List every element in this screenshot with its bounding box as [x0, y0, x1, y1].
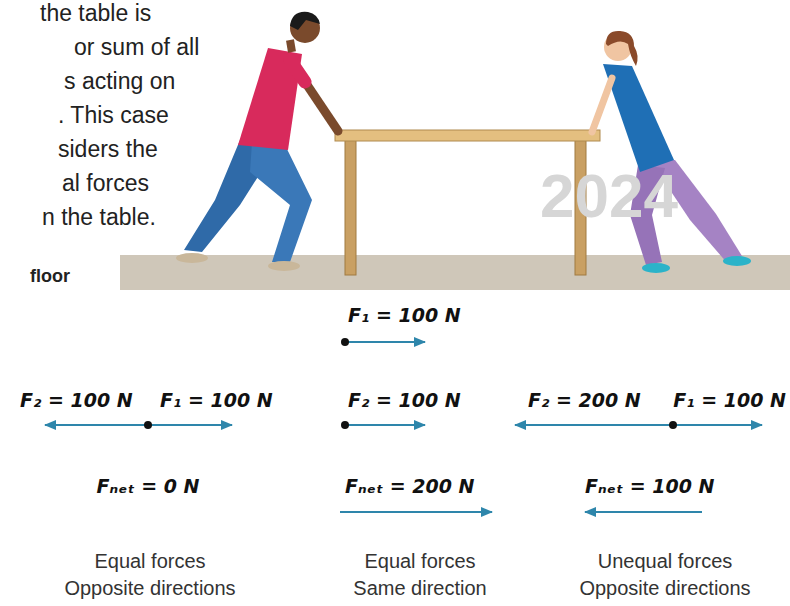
- woman-hair: [606, 31, 638, 66]
- force-point: [144, 421, 152, 429]
- side-note: siders the: [58, 136, 158, 162]
- watermark: 2024: [540, 160, 678, 231]
- force-arrow: [515, 424, 673, 426]
- force-label: F₁ = 100 N: [348, 305, 461, 327]
- floor-label: floor: [30, 266, 70, 287]
- net-force-arrow: [585, 511, 702, 513]
- net-force-arrow: [340, 511, 492, 513]
- force-label: F₂ = 100 N: [348, 390, 461, 412]
- man-sleeve: [290, 60, 305, 82]
- woman-arm: [592, 78, 612, 132]
- force-arrow: [345, 424, 425, 426]
- side-note: n the table.: [42, 204, 156, 230]
- side-note: the table is: [40, 0, 151, 26]
- woman-shoe: [642, 263, 670, 273]
- man-hair: [290, 12, 320, 30]
- force-arrow: [673, 424, 762, 426]
- side-note: . This case: [58, 102, 169, 128]
- side-note: or sum of all: [74, 34, 199, 60]
- table-top: [335, 130, 600, 141]
- force-arrow: [148, 424, 232, 426]
- case-caption: Opposite directions: [579, 577, 750, 600]
- side-note: al forces: [62, 170, 149, 196]
- woman-shoe: [723, 256, 751, 266]
- man-shoe: [268, 261, 300, 271]
- force-label: F₁ = 100 N: [160, 390, 273, 412]
- force-point: [341, 421, 349, 429]
- case-caption: Opposite directions: [64, 577, 235, 600]
- table-leg: [345, 140, 356, 275]
- man-neck: [290, 40, 292, 52]
- force-point: [341, 338, 349, 346]
- case-caption: Same direction: [353, 577, 486, 600]
- floor-band: [120, 255, 790, 290]
- net-force-label: Fₙₑₜ = 100 N: [585, 476, 714, 498]
- force-arrow: [45, 424, 148, 426]
- force-label: F₂ = 200 N: [528, 390, 641, 412]
- man-shoe: [176, 253, 208, 263]
- case-caption: Unequal forces: [598, 550, 733, 573]
- force-point: [669, 421, 677, 429]
- force-label: F₂ = 100 N: [20, 390, 133, 412]
- case-caption: Equal forces: [364, 550, 475, 573]
- net-force-label: Fₙₑₜ = 200 N: [345, 476, 474, 498]
- case-caption: Equal forces: [94, 550, 205, 573]
- force-label: F₁ = 100 N: [673, 390, 786, 412]
- side-note: s acting on: [64, 68, 175, 94]
- net-force-label: Fₙₑₜ = 0 N: [97, 476, 200, 498]
- man-front-leg: [250, 142, 312, 262]
- force-arrow: [345, 341, 425, 343]
